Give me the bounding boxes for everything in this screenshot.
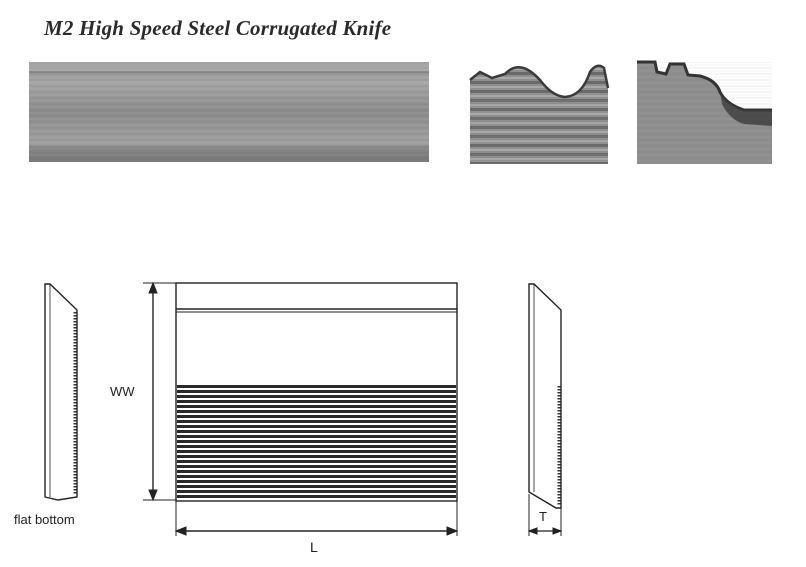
knife-front-photo xyxy=(29,62,429,162)
length-label: L xyxy=(310,539,318,555)
page-title: M2 High Speed Steel Corrugated Knife xyxy=(44,16,392,40)
length-dimension xyxy=(174,501,459,536)
front-view xyxy=(175,282,458,502)
side-view-flat-bottom xyxy=(44,283,78,501)
side-view-right xyxy=(528,283,562,509)
thickness-label: T xyxy=(539,509,547,524)
knife-profile-photo-wave xyxy=(469,64,610,164)
knife-profile-photo-step xyxy=(637,60,772,164)
flat-bottom-label: flat bottom xyxy=(14,512,75,527)
corrugated-area xyxy=(177,384,456,500)
width-dimension xyxy=(143,281,176,502)
thickness-dimension xyxy=(527,494,563,536)
width-label: WW xyxy=(110,384,135,399)
